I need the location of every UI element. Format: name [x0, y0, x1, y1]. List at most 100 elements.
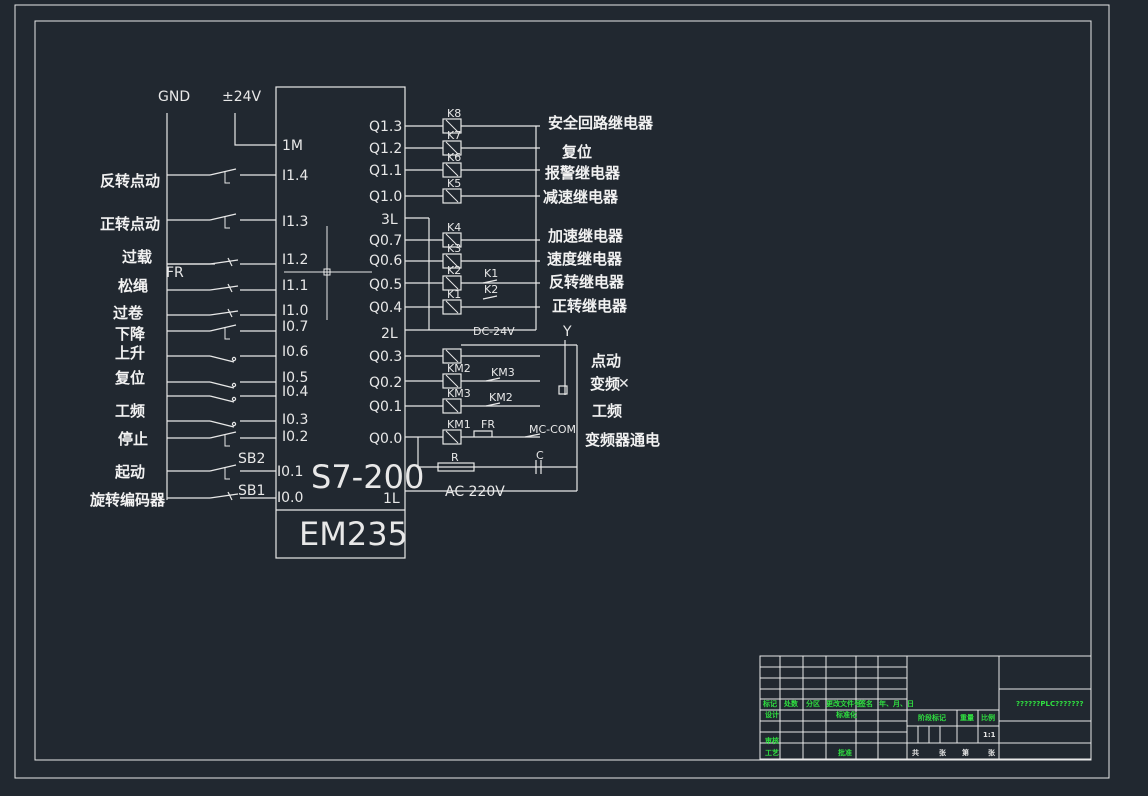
- label-lower: 下降: [115, 325, 146, 343]
- inner-frame: [34, 20, 1092, 761]
- input-pin-i1-1: I1.1: [282, 278, 308, 294]
- input-labels: 反转点动 正转点动 过载 松绳 过卷 下降 上升 复位 工频 停止 起动 旋转编…: [89, 172, 166, 509]
- label-accel-relay: 加速继电器: [547, 227, 624, 245]
- coil-km2: KM2: [447, 362, 471, 375]
- input-pin-i1-3: I1.3: [282, 214, 308, 230]
- coil-k2: K2: [447, 264, 461, 277]
- coil-k6: K6: [447, 151, 461, 164]
- tb-weight: 重量: [960, 713, 974, 722]
- label-speed-relay: 速度继电器: [547, 250, 623, 268]
- label-line-freq: 工频: [115, 402, 145, 420]
- label-stop: 停止: [118, 430, 148, 448]
- resistor-r: [437, 462, 475, 472]
- label-jog: 点动: [591, 352, 621, 370]
- label-vfd: 变频: [590, 375, 620, 393]
- output-pin-3l: 3L: [381, 212, 398, 228]
- tb-sheet-unit2: 张: [988, 748, 996, 757]
- output-pin-1l: 1L: [383, 491, 400, 507]
- label-reverse-relay: 反转继电器: [549, 273, 625, 291]
- contact-label-c: C: [536, 449, 544, 462]
- output-pin-q0-4: Q0.4: [369, 300, 402, 316]
- label-start: 起动: [114, 463, 145, 481]
- tb-h-date: 年、月、日: [879, 699, 914, 708]
- coil-km3: KM3: [447, 387, 471, 400]
- tb-ratio-label: 比例: [981, 713, 995, 722]
- output-pin-q0-3: Q0.3: [369, 349, 402, 365]
- tb-design: 设计: [765, 710, 779, 719]
- plc-model: S7-200: [311, 458, 424, 496]
- label-line-freq-out: 工频: [592, 402, 622, 420]
- label-rotary-encoder: 旋转编码器: [89, 491, 166, 509]
- label-dc24: DC-24V: [473, 325, 515, 338]
- coil-k4: K4: [447, 221, 461, 234]
- contact-k2: K2: [484, 283, 498, 296]
- label-alarm-relay: 报警继电器: [545, 164, 621, 182]
- tb-stage: 阶段标记: [918, 713, 946, 722]
- label-forward-relay: 正转继电器: [552, 297, 628, 315]
- output-pin-q0-5: Q0.5: [369, 277, 402, 293]
- tb-process: 工艺: [765, 748, 779, 757]
- output-pin-q1-1: Q1.1: [369, 163, 402, 179]
- contact-label-km3: KM3: [491, 366, 515, 379]
- tag-sb2: SB2: [238, 451, 265, 467]
- tb-h-zone: 分区: [806, 699, 820, 708]
- output-pin-q0-2: Q0.2: [369, 375, 402, 391]
- label-ac220: AC 220V: [445, 484, 505, 500]
- coil-k8: K8: [447, 107, 461, 120]
- tb-sheet-no: 第: [962, 748, 969, 757]
- tb-title: ??????PLC???????: [1016, 700, 1084, 708]
- output-pin-q0-1: Q0.1: [369, 399, 402, 415]
- tb-h-count: 处数: [783, 699, 799, 708]
- contact-label-mc: MC-COM: [529, 423, 576, 436]
- input-pins: I1.4I1.3I1.2I1.1I1.0I0.7I0.6I0.5I0.4I0.3…: [277, 168, 308, 506]
- plc-block: S7-200 EM235: [275, 86, 424, 559]
- label-vfd-power: 变频器通电: [585, 431, 660, 449]
- input-pin-i0-1: I0.1: [277, 464, 303, 480]
- label-overload: 过载: [122, 248, 152, 266]
- tag-fr-left: FR: [166, 265, 184, 281]
- tb-sheet-unit1: 张: [939, 748, 947, 757]
- contact-label-km2: KM2: [489, 391, 513, 404]
- contact-label-r: R: [451, 451, 459, 464]
- tb-h-sign: 签名: [858, 699, 873, 708]
- outer-frame: [14, 4, 1110, 779]
- label-reset-out: 复位: [561, 143, 592, 161]
- coil-k7: K7: [447, 129, 461, 142]
- label-raise: 上升: [115, 344, 145, 362]
- input-pin-i1-0: I1.0: [282, 303, 308, 319]
- tag-sb1: SB1: [238, 483, 265, 499]
- input-pin-i0-5: I0.5: [282, 370, 308, 386]
- plc-module: EM235: [299, 515, 408, 553]
- tb-standard: 标准化: [835, 710, 857, 719]
- output-labels: 安全回路继电器 复位 报警继电器 减速继电器 加速继电器 速度继电器 反转继电器…: [543, 114, 660, 449]
- x-mark: ✕: [618, 376, 630, 392]
- input-pin-i0-3: I0.3: [282, 412, 308, 428]
- label-forward-jog: 正转点动: [100, 215, 160, 233]
- v24-label: ±24V: [222, 89, 262, 105]
- pin-1m: 1M: [282, 138, 303, 154]
- coil-km1: KM1: [447, 418, 471, 431]
- input-pin-i0-0: I0.0: [277, 490, 303, 506]
- input-pin-i1-4: I1.4: [282, 168, 308, 184]
- label-decel-relay: 减速继电器: [543, 188, 619, 206]
- contact-label-fr: FR: [481, 418, 495, 431]
- output-pin-q0-6: Q0.6: [369, 253, 402, 269]
- input-wiring: [167, 168, 276, 501]
- input-pin-i0-7: I0.7: [282, 319, 308, 335]
- output-pins: Q1.3Q1.2Q1.1Q1.03LQ0.7Q0.6Q0.5Q0.42LQ0.3…: [369, 119, 402, 507]
- label-y: Y: [562, 324, 572, 340]
- tb-approve: 批准: [838, 748, 852, 757]
- tb-sheet-total: 共: [912, 748, 919, 757]
- output-pin-q0-0: Q0.0: [369, 431, 402, 447]
- output-pin-2l: 2L: [381, 326, 398, 342]
- input-pin-i0-2: I0.2: [282, 429, 308, 445]
- v24-wire: [234, 113, 276, 146]
- coil-k5: K5: [447, 177, 461, 190]
- label-slack-rope: 松绳: [118, 277, 148, 295]
- output-pin-q0-7: Q0.7: [369, 233, 402, 249]
- input-pin-i0-6: I0.6: [282, 344, 308, 360]
- input-pin-i1-2: I1.2: [282, 252, 308, 268]
- label-safety-relay: 安全回路继电器: [548, 114, 654, 132]
